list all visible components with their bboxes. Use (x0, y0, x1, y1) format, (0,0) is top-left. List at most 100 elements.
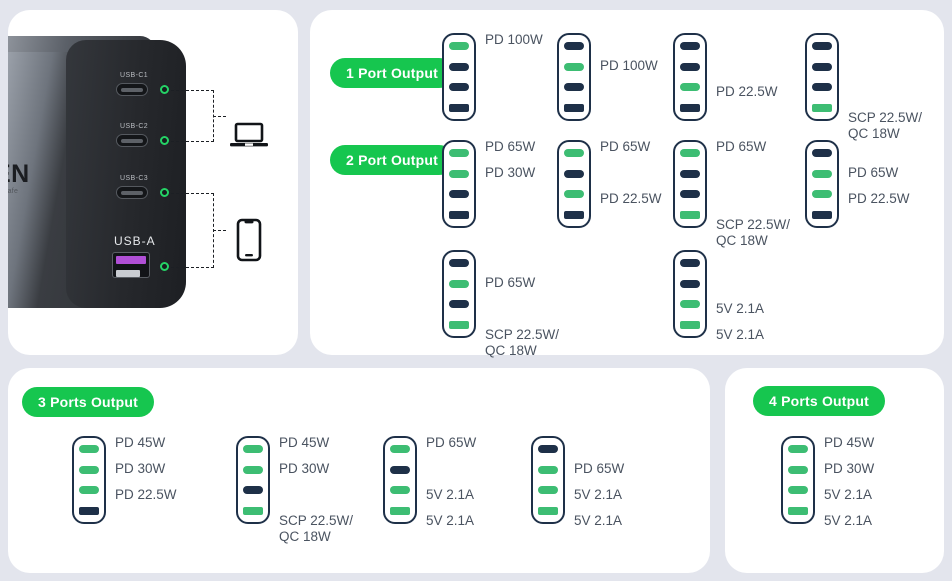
port-module (805, 33, 839, 121)
port-bar-usb-c1 (812, 149, 832, 157)
port-output-label: PD 22.5W (716, 84, 778, 99)
port-module (673, 33, 707, 121)
port-bar-usb-c2 (812, 62, 832, 71)
usb-c3-port (116, 186, 148, 199)
port-bar-usb-c1 (449, 42, 469, 50)
port-label-usb-c3: USB-C3 (120, 175, 149, 182)
port-bar-usb-a (564, 210, 584, 219)
port-bar-usb-a (680, 210, 700, 219)
port-bar-usb-a (812, 210, 832, 219)
config-1port-c2: PD 100W (557, 33, 658, 121)
port-output-label: SCP 22.5W/QC 18W (485, 327, 560, 359)
port-output-label: PD 65W (485, 139, 536, 154)
port-module (383, 436, 417, 524)
port-output-label: PD 45W (115, 435, 166, 450)
port-module (442, 33, 476, 121)
port-bar-usb-c3 (812, 190, 832, 199)
usb-c3-led-icon (160, 188, 169, 197)
port-bar-usb-c2 (788, 465, 808, 474)
port-output-label: 5V 2.1A (824, 513, 873, 528)
port-output-label: PD 100W (485, 32, 543, 47)
port-bar-usb-c1 (680, 259, 700, 267)
port-bar-usb-c2 (390, 465, 410, 474)
port-bar-usb-c1 (788, 445, 808, 453)
port-module (557, 33, 591, 121)
port-label-usb-a: USB-A (114, 234, 156, 248)
brand-logo: EN (8, 160, 30, 188)
port-module (673, 250, 707, 338)
connector-c2 (171, 141, 214, 142)
port-bar-usb-c1 (243, 445, 263, 453)
phone-icon (236, 218, 262, 267)
port-bar-usb-c1 (390, 445, 410, 453)
port-bar-usb-c1 (812, 42, 832, 50)
connector-laptop-out (213, 116, 226, 117)
port-module (531, 436, 565, 524)
port-bar-usb-c1 (564, 149, 584, 157)
port-bar-usb-c2 (449, 169, 469, 178)
usb-c1-led-icon (160, 85, 169, 94)
port-bar-usb-a (680, 320, 700, 329)
usb-a-led-icon (160, 262, 169, 271)
badge-4-ports-output: 4 Ports Output (753, 386, 886, 416)
port-bar-usb-a (449, 103, 469, 112)
port-output-label: PD 65W (426, 435, 477, 450)
port-output-label: PD 100W (600, 58, 658, 73)
connector-phone-out (213, 230, 226, 231)
port-output-label: PD 65W (600, 139, 651, 154)
port-bar-usb-c1 (680, 149, 700, 157)
port-output-label: SCP 22.5W/QC 18W (716, 217, 791, 249)
port-output-label: 5V 2.1A (574, 487, 623, 502)
port-bar-usb-c3 (243, 486, 263, 495)
config-3port-c1c3a: PD 65W 5V 2.1A 5V 2.1A (383, 435, 476, 528)
port-output-label: PD 30W (279, 461, 330, 476)
port-bar-usb-a (538, 506, 558, 515)
port-bar-usb-c3 (538, 486, 558, 495)
port-bar-usb-c3 (564, 83, 584, 92)
usb-c2-led-icon (160, 136, 169, 145)
port-output-label: PD 30W (115, 461, 166, 476)
port-output-label: PD 22.5W (115, 487, 177, 502)
port-output-label: PD 65W (574, 461, 625, 476)
port-module (442, 140, 476, 228)
port-module (236, 436, 270, 524)
port-bar-usb-c2 (680, 62, 700, 71)
port-bar-usb-c2 (538, 465, 558, 474)
port-bar-usb-c2 (564, 62, 584, 71)
port-module (781, 436, 815, 524)
port-output-label: PD 22.5W (848, 191, 910, 206)
port-bar-usb-a (788, 506, 808, 515)
port-bar-usb-c1 (449, 149, 469, 157)
port-output-label: 5V 2.1A (426, 513, 475, 528)
port-bar-usb-c3 (680, 300, 700, 309)
config-1port-c1: PD 100W (442, 32, 543, 121)
port-bar-usb-c3 (79, 486, 99, 495)
port-bar-usb-c2 (79, 465, 99, 474)
port-module (442, 250, 476, 338)
port-bar-usb-c3 (564, 190, 584, 199)
port-output-label: PD 22.5W (600, 191, 662, 206)
port-bar-usb-c1 (79, 445, 99, 453)
config-1port-a: SCP 22.5W/QC 18W (805, 33, 922, 141)
badge-1-port-output: 1 Port Output (330, 58, 455, 88)
port-output-label: 5V 2.1A (716, 301, 765, 316)
port-bar-usb-c2 (564, 169, 584, 178)
port-bar-usb-a (680, 103, 700, 112)
port-bar-usb-a (390, 506, 410, 515)
port-bar-usb-c1 (538, 445, 558, 453)
port-output-label: 5V 2.1A (426, 487, 475, 502)
port-bar-usb-c2 (449, 62, 469, 71)
product-photo-panel: EN nd Safe USB-C1 USB-C2 USB-C3 USB-A (8, 10, 298, 355)
connector-c1 (171, 90, 214, 91)
connector-a (171, 267, 214, 268)
port-bar-usb-c1 (449, 259, 469, 267)
